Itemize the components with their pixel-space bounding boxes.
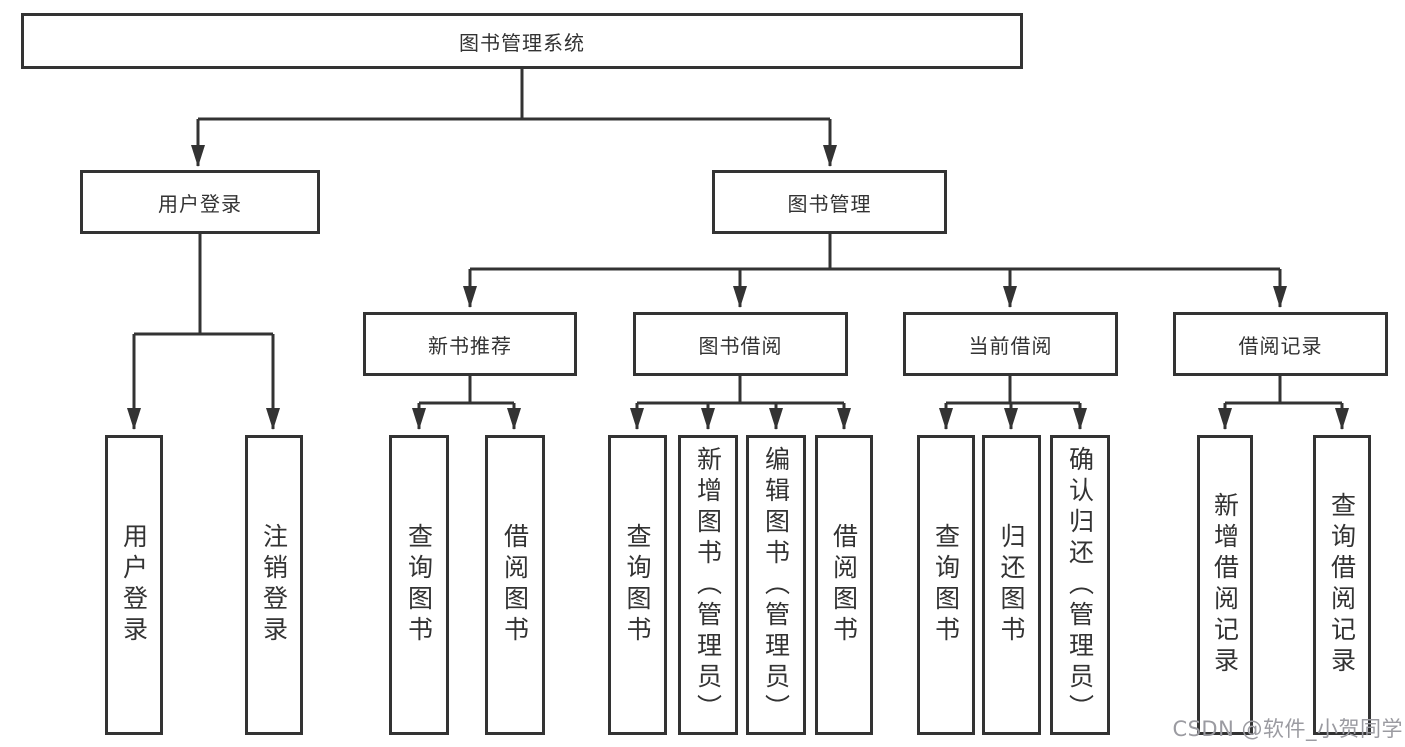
node-borrow-records: 借阅记录 (1173, 312, 1388, 376)
node-leaf-logout-label: 注销登录 (259, 523, 289, 647)
node-leaf-current-query-books: 查询图书 (917, 435, 975, 735)
node-leaf-add-books-admin: 新增图书（管理员） (678, 435, 738, 735)
node-leaf-recommend-borrow-books-label: 借阅图书 (500, 523, 530, 647)
node-leaf-recommend-borrow-books: 借阅图书 (485, 435, 545, 735)
node-leaf-confirm-return-admin-label: 确认归还（管理员） (1065, 445, 1095, 725)
node-leaf-add-borrow-record-label: 新增借阅记录 (1210, 492, 1240, 678)
node-leaf-query-borrow-record: 查询借阅记录 (1313, 435, 1371, 735)
node-user-login-label: 用户登录 (158, 191, 242, 216)
node-current-borrow-label: 当前借阅 (968, 333, 1053, 358)
node-leaf-user-login: 用户登录 (105, 435, 163, 735)
node-leaf-query-borrow-record-label: 查询借阅记录 (1327, 492, 1357, 678)
node-leaf-recommend-query-books-label: 查询图书 (404, 523, 434, 647)
node-root-label: 图书管理系统 (459, 30, 585, 55)
node-leaf-add-borrow-record: 新增借阅记录 (1197, 435, 1253, 735)
node-root-system: 图书管理系统 (21, 13, 1023, 69)
node-leaf-return-books-label: 归还图书 (997, 523, 1026, 647)
node-leaf-add-books-admin-label: 新增图书（管理员） (693, 445, 723, 725)
node-leaf-user-login-label: 用户登录 (119, 523, 149, 647)
node-leaf-borrow-query-books: 查询图书 (608, 435, 667, 735)
node-user-login: 用户登录 (80, 170, 320, 234)
node-leaf-current-query-books-label: 查询图书 (931, 523, 961, 647)
node-leaf-edit-books-admin-label: 编辑图书（管理员） (761, 445, 791, 725)
node-leaf-return-books: 归还图书 (982, 435, 1041, 735)
node-leaf-borrow-query-books-label: 查询图书 (623, 523, 652, 647)
node-book-borrow: 图书借阅 (633, 312, 848, 376)
node-leaf-borrow-borrow-books-label: 借阅图书 (829, 523, 859, 647)
node-new-book-recommend-label: 新书推荐 (428, 333, 512, 358)
node-book-management: 图书管理 (712, 170, 947, 234)
node-book-management-label: 图书管理 (787, 191, 872, 216)
node-leaf-edit-books-admin: 编辑图书（管理员） (746, 435, 806, 735)
node-book-borrow-label: 图书借阅 (698, 333, 783, 358)
node-new-book-recommend: 新书推荐 (363, 312, 577, 376)
node-current-borrow: 当前借阅 (903, 312, 1118, 376)
node-borrow-records-label: 借阅记录 (1238, 333, 1323, 358)
node-leaf-confirm-return-admin: 确认归还（管理员） (1050, 435, 1110, 735)
watermark: CSDN @软件_小贺同学 (1172, 717, 1403, 741)
node-leaf-recommend-query-books: 查询图书 (389, 435, 449, 735)
node-leaf-borrow-borrow-books: 借阅图书 (815, 435, 873, 735)
node-leaf-logout: 注销登录 (245, 435, 303, 735)
